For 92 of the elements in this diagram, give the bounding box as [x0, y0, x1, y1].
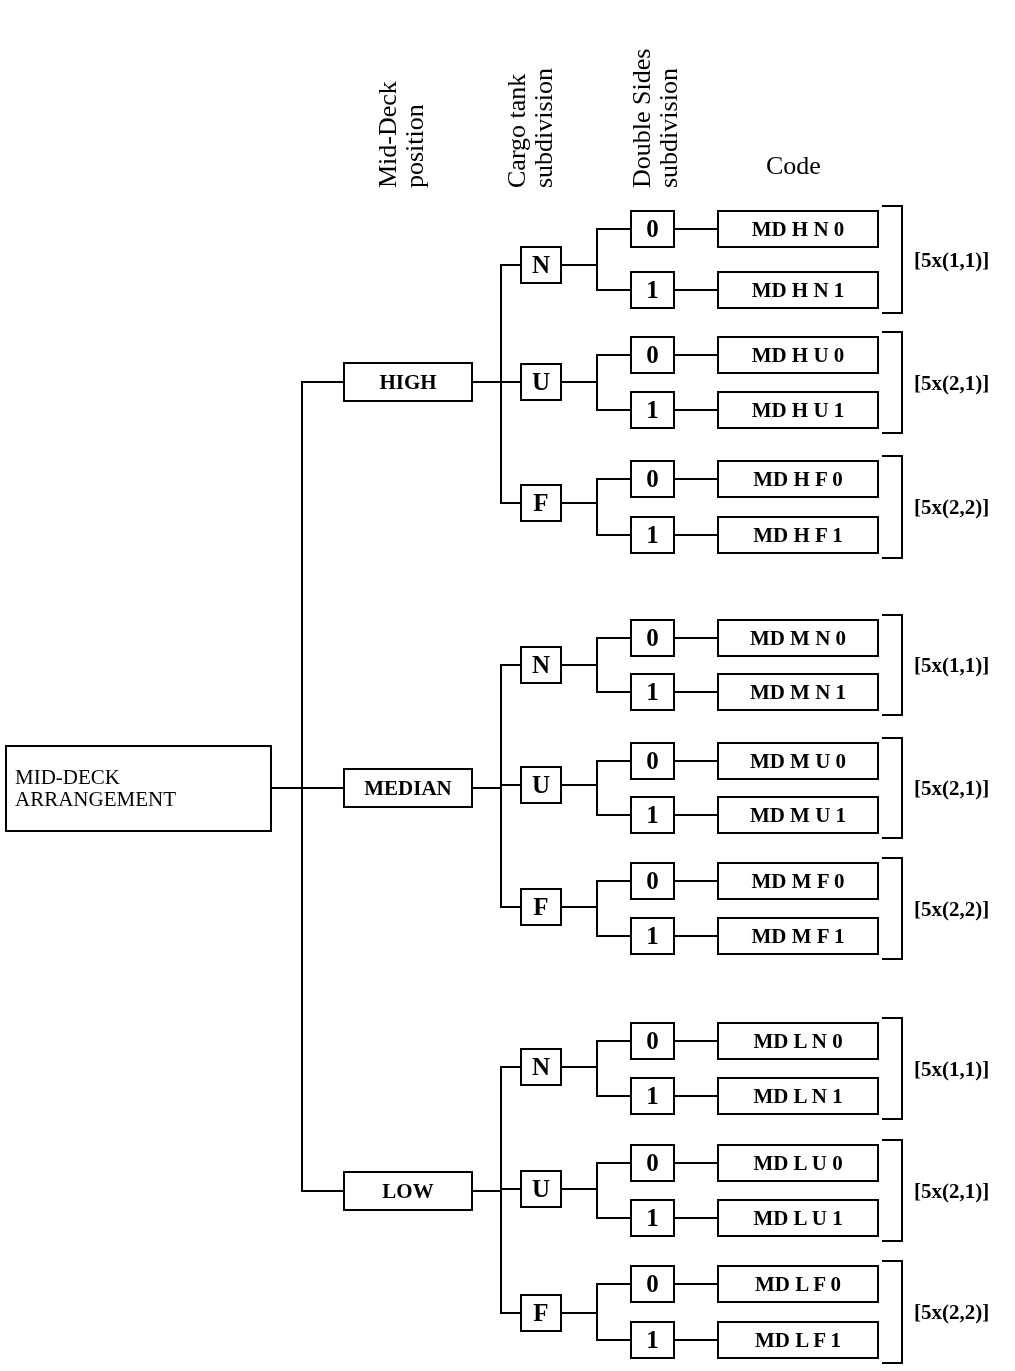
- code-box: MD L U 1: [717, 1199, 879, 1237]
- connector-line: [674, 534, 718, 536]
- connector-line: [674, 1339, 718, 1341]
- connector-line: [674, 228, 718, 230]
- group-count-label: [5x(1,1)]: [914, 1056, 990, 1081]
- category-box: N: [520, 1048, 562, 1086]
- code-box: MD L F 0: [717, 1265, 879, 1303]
- category-box: F: [520, 1294, 562, 1332]
- connector-line: [561, 264, 631, 291]
- code-box: MD H U 0: [717, 336, 879, 374]
- root-box: MID-DECK ARRANGEMENT: [5, 744, 272, 832]
- category-box: 0: [630, 1022, 675, 1060]
- connector-line: [472, 381, 521, 504]
- connector-line: [561, 906, 631, 937]
- connector-line: [674, 478, 718, 480]
- connector-line: [674, 760, 718, 762]
- column-header: Cargo tank subdivision: [503, 67, 558, 188]
- code-box: MD H F 0: [717, 460, 879, 498]
- category-box: 0: [630, 619, 675, 657]
- category-box: 0: [630, 210, 675, 248]
- category-box: 0: [630, 742, 675, 780]
- group-count-label: [5x(2,2)]: [914, 494, 990, 520]
- category-box: 1: [630, 1321, 675, 1359]
- group-count-label: [5x(2,1)]: [914, 775, 990, 801]
- category-box: 1: [630, 271, 675, 309]
- connector-line: [674, 1162, 718, 1164]
- category-box: 1: [630, 516, 675, 554]
- group-count-label: [5x(2,1)]: [914, 1178, 990, 1203]
- category-box: U: [520, 1170, 562, 1208]
- category-box: 1: [630, 1199, 675, 1237]
- connector-line: [674, 1283, 718, 1285]
- connector-line: [674, 1095, 718, 1097]
- category-box: 1: [630, 917, 675, 955]
- category-box: F: [520, 888, 562, 926]
- code-box: MD M U 0: [717, 742, 879, 780]
- group-count-label: [5x(1,1)]: [914, 652, 990, 678]
- category-box: 1: [630, 1077, 675, 1115]
- connector-line: [561, 1312, 631, 1341]
- group-count-label: [5x(1,1)]: [914, 247, 990, 272]
- category-box: U: [520, 363, 562, 401]
- column-header: Double Sides subdivision: [628, 47, 683, 188]
- code-box: MD H N 1: [717, 271, 879, 309]
- connector-line: [561, 502, 631, 536]
- code-box: MD H F 1: [717, 516, 879, 554]
- connector-line: [561, 1188, 631, 1219]
- connector-line: [674, 1040, 718, 1042]
- category-box: LOW: [343, 1171, 473, 1211]
- connector-line: [561, 664, 631, 693]
- connector-line: [674, 1217, 718, 1219]
- connector-line: [561, 784, 631, 816]
- category-box: N: [520, 646, 562, 684]
- connector-line: [674, 880, 718, 882]
- code-box: MD M F 0: [717, 862, 879, 900]
- group-count-label: [5x(2,2)]: [914, 1299, 990, 1325]
- category-box: F: [520, 484, 562, 522]
- code-box: MD L N 0: [717, 1022, 879, 1060]
- column-header: Code: [766, 152, 821, 181]
- connector-line: [674, 289, 718, 291]
- connector-line: [561, 381, 631, 411]
- connector-line: [674, 935, 718, 937]
- code-box: MD L F 1: [717, 1321, 879, 1359]
- category-box: MEDIAN: [343, 768, 473, 808]
- category-box: 0: [630, 336, 675, 374]
- connector-line: [674, 637, 718, 639]
- code-box: MD M N 1: [717, 673, 879, 711]
- code-box: MD L U 0: [717, 1144, 879, 1182]
- category-box: 1: [630, 673, 675, 711]
- connector-line: [674, 691, 718, 693]
- group-count-label: [5x(2,1)]: [914, 370, 990, 395]
- code-box: MD M F 1: [717, 917, 879, 955]
- group-count-label: [5x(2,2)]: [914, 896, 990, 921]
- connector-line: [472, 787, 521, 908]
- column-header: Mid-Deck position: [374, 80, 429, 188]
- category-box: 0: [630, 1265, 675, 1303]
- code-box: MD H U 1: [717, 391, 879, 429]
- connector-line: [674, 814, 718, 816]
- code-box: MD L N 1: [717, 1077, 879, 1115]
- category-box: 1: [630, 391, 675, 429]
- code-box: MD M U 1: [717, 796, 879, 834]
- category-box: 0: [630, 1144, 675, 1182]
- connector-line: [674, 409, 718, 411]
- connector-line: [674, 354, 718, 356]
- category-box: HIGH: [343, 362, 473, 402]
- code-box: MD M N 0: [717, 619, 879, 657]
- category-box: 0: [630, 862, 675, 900]
- category-box: 1: [630, 796, 675, 834]
- code-box: MD H N 0: [717, 210, 879, 248]
- category-box: 0: [630, 460, 675, 498]
- connector-line: [472, 1190, 521, 1314]
- connector-line: [561, 1066, 631, 1097]
- category-box: U: [520, 766, 562, 804]
- category-box: N: [520, 246, 562, 284]
